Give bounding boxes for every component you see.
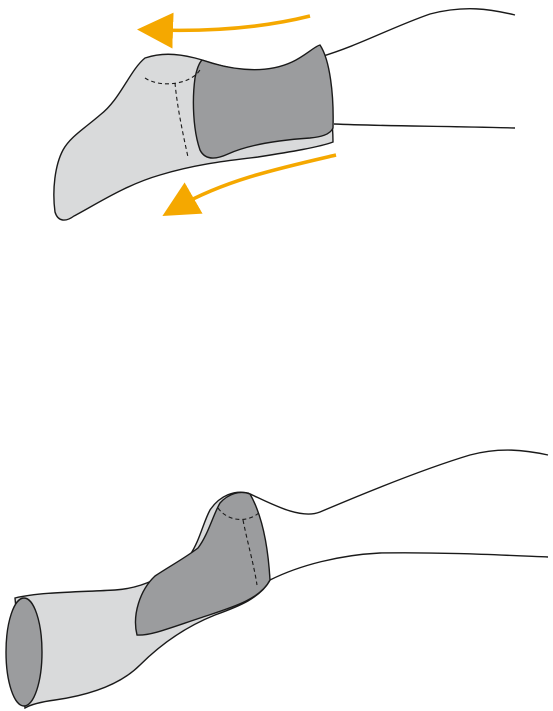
arrow-left-upper [155,16,310,30]
bottom-panel [6,450,548,708]
bottom-sleeve-opening [6,598,42,706]
top-limb-outline-lower [334,124,515,128]
top-limb-outline [320,9,515,57]
top-panel [54,9,515,220]
bottom-dark-band [136,492,270,635]
bottom-limb-outline-upper [248,450,548,514]
bottom-limb-outline-lower [270,553,548,580]
